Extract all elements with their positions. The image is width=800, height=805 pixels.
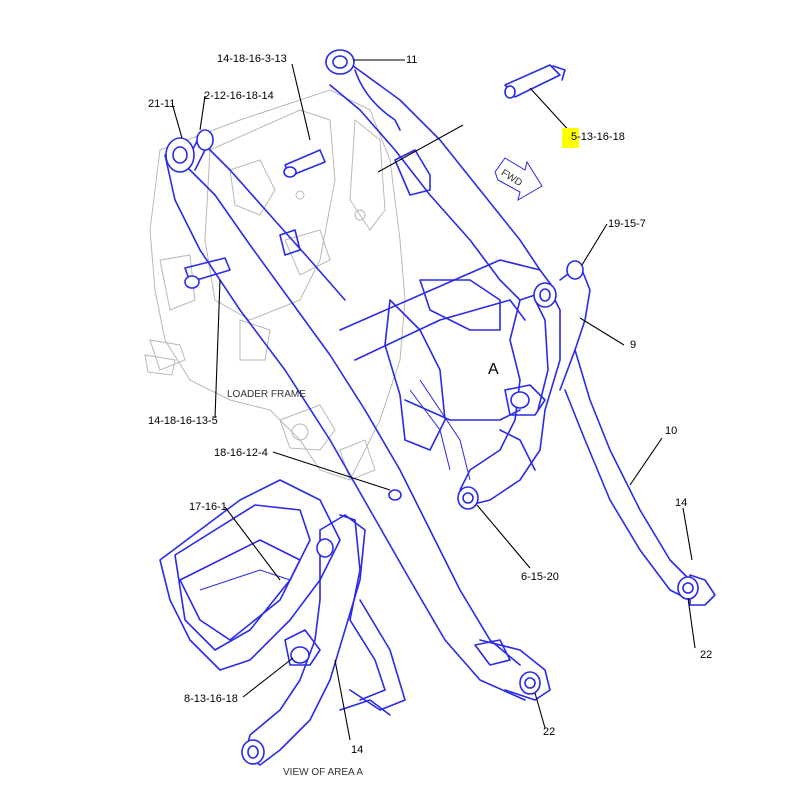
callout-19-15-7: 19-15-7: [608, 218, 646, 230]
callout-11: 11: [406, 54, 417, 66]
callout-9: 9: [630, 339, 636, 351]
callout-22-right: 22: [700, 649, 712, 661]
callout-14-right: 14: [675, 497, 687, 509]
callout-2-12-16-18-14: 2-12-16-18-14: [204, 90, 274, 102]
callout-21-11: 21-11: [148, 98, 175, 110]
callout-10: 10: [665, 425, 677, 437]
callout-14-18-16-3-13: 14-18-16-3-13: [217, 53, 287, 65]
callout-22-bottom: 22: [543, 726, 555, 738]
loader-frame-label: LOADER FRAME: [227, 389, 306, 400]
callout-18-16-12-4: 18-16-12-4: [214, 447, 268, 459]
callout-14-18-16-13-5: 14-18-16-13-5: [148, 415, 218, 427]
callout-14-bottom: 14: [351, 744, 363, 756]
leader-lines: [171, 59, 696, 741]
fwd-label: FWD: [499, 168, 524, 189]
callout-5-13-16-18: 5-13-16-18: [571, 131, 625, 143]
pin-bosses: [165, 49, 699, 695]
area-a-view: [159, 479, 406, 766]
loader-frame-outline: [144, 89, 406, 481]
highlight-box: [562, 128, 579, 148]
lift-arm: [164, 59, 716, 701]
callout-6-15-20: 6-15-20: [521, 571, 559, 583]
area-a-label: A: [488, 361, 499, 378]
callout-17-16-1: 17-16-1: [189, 501, 227, 513]
view-of-area-a-label: VIEW OF AREA A: [283, 767, 363, 778]
fwd-arrow: FWD: [494, 157, 543, 202]
callouts: 11 14-18-16-3-13 21-11 2-12-16-18-14 5-1…: [148, 53, 712, 778]
callout-8-13-16-18: 8-13-16-18: [184, 693, 238, 705]
